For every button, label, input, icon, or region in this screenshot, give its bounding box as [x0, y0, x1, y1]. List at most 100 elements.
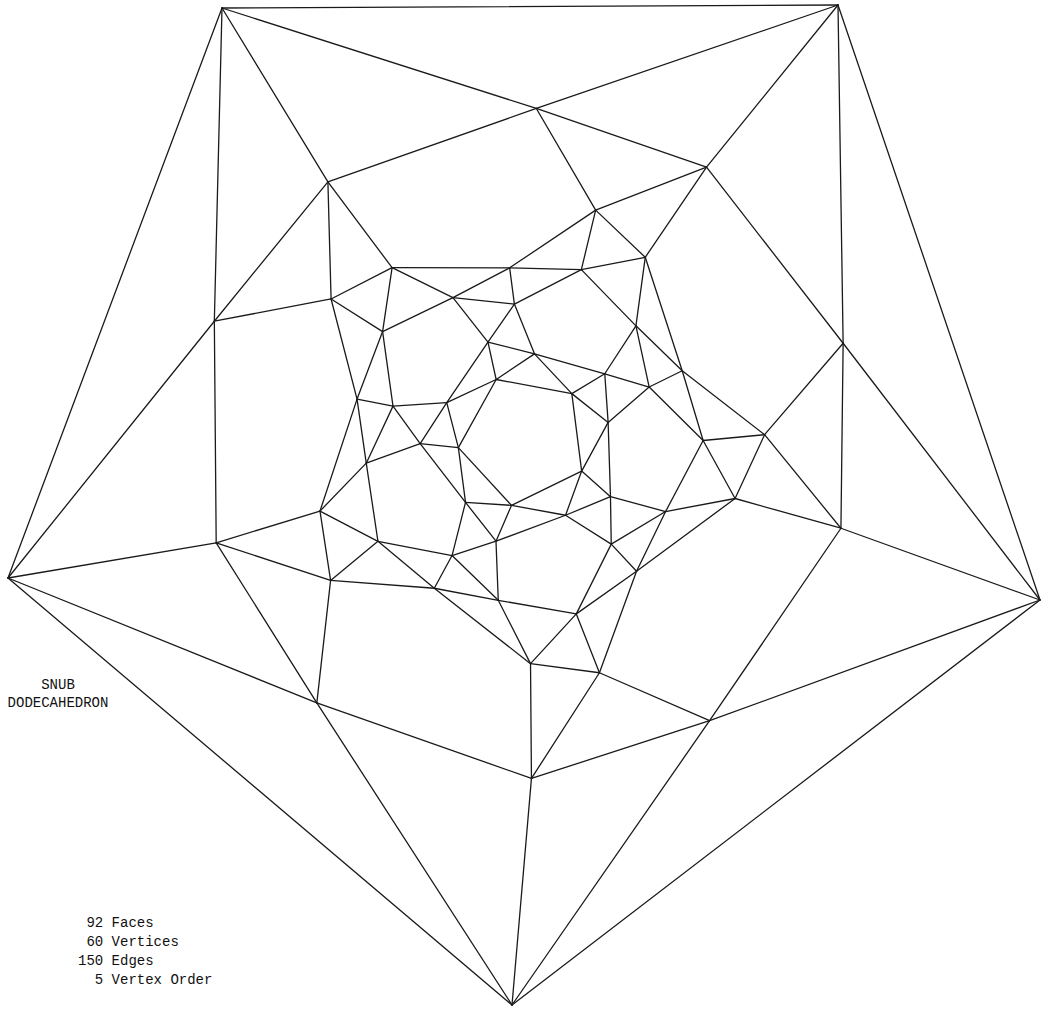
polyhedron-edge [317, 703, 512, 1005]
polyhedron-edge [8, 543, 216, 578]
polyhedron-edge [534, 354, 604, 374]
polyhedron-edge [8, 321, 214, 578]
polyhedron-edge [496, 541, 498, 600]
polyhedron-edge [357, 399, 393, 406]
polyhedron-edge [510, 268, 515, 304]
polyhedron-edge [536, 5, 838, 108]
polyhedron-edge [222, 8, 328, 182]
polyhedron-edge [331, 299, 357, 399]
polyhedron-edge [216, 543, 330, 581]
polyhedron-edge [608, 387, 649, 422]
polyhedron-edge [637, 498, 736, 571]
polyhedron-edge [576, 614, 599, 673]
polyhedron-edge [576, 544, 611, 614]
polyhedron-edge [392, 267, 510, 268]
polyhedron-edge [531, 664, 600, 673]
polyhedron-edge [420, 444, 458, 448]
polyhedron-edge [466, 502, 496, 541]
polyhedron-edge [596, 167, 707, 210]
polyhedron-edge [488, 342, 496, 379]
polyhedron-edge [531, 721, 709, 779]
polyhedron-edge [536, 108, 706, 167]
polyhedron-edge [366, 463, 378, 541]
polyhedron-edge [434, 588, 530, 663]
polyhedron-edge [512, 505, 566, 515]
polyhedron-edge [317, 703, 532, 779]
polyhedron-edge [496, 354, 534, 380]
polyhedron-edge [838, 5, 843, 343]
polyhedron-edge [214, 182, 328, 321]
polyhedron-edge [466, 502, 512, 505]
polyhedron-edge [498, 600, 530, 663]
polyhedron-edge [357, 332, 383, 399]
polyhedron-edge [735, 498, 841, 528]
polyhedron-edge [596, 210, 646, 257]
polyhedron-edge [566, 471, 582, 515]
polyhedron-edge [216, 543, 317, 703]
polyhedron-edge [214, 8, 222, 321]
polyhedron-edge [576, 571, 636, 614]
polyhedron-edge [707, 167, 844, 343]
polyhedron-edge [328, 108, 536, 181]
polyhedron-edge [331, 299, 383, 332]
polyhedron-edge [666, 498, 735, 511]
polyhedron-edge [8, 8, 222, 578]
polyhedron-edge [458, 448, 511, 506]
polyhedron-edge [357, 399, 366, 463]
polyhedron-edge [378, 541, 434, 588]
polyhedron-edge [572, 374, 605, 394]
polyhedron-edge [531, 614, 577, 664]
polyhedron-edge [331, 268, 392, 299]
polyhedron-edge [8, 578, 512, 1005]
polyhedron-edge [582, 422, 608, 471]
count-label: 5 Vertex Order [95, 971, 213, 989]
polyhedron-edge [458, 379, 496, 447]
polyhedron-edge [682, 371, 764, 435]
polyhedron-edge [320, 463, 366, 511]
polyhedron-edge [707, 5, 838, 167]
polyhedron-edge [510, 268, 582, 270]
polyhedron-edge [452, 541, 496, 555]
polyhedron-edge [611, 544, 636, 571]
polyhedron-edge [608, 422, 610, 496]
count-label: 60 Vertices [86, 933, 178, 951]
polyhedron-edge [453, 298, 488, 342]
polyhedron-edge [581, 210, 595, 270]
polyhedron-edge [447, 379, 496, 402]
polyhedron-edge [383, 268, 392, 332]
polyhedron-edge [452, 556, 498, 601]
polyhedron-edge [649, 371, 682, 387]
polyhedron-edge [514, 304, 534, 354]
polyhedron-edge [512, 778, 531, 1005]
polyhedron-edge [843, 343, 1040, 600]
polyhedron-edge [838, 5, 1040, 600]
polyhedron-edge [605, 374, 608, 423]
polyhedron-edge [512, 600, 1040, 1005]
polyhedron-edge [572, 394, 608, 423]
title-label: SNUB DODECAHEDRON [2, 676, 114, 712]
polyhedron-edge [214, 321, 216, 543]
polyhedron-edge [488, 342, 535, 354]
polyhedron-edge [581, 257, 645, 269]
polyhedron-edge [765, 343, 844, 434]
polyhedron-edge [666, 441, 704, 512]
polyhedron-edge [765, 435, 841, 529]
polyhedron-edge [434, 556, 452, 589]
polyhedron-edge [841, 528, 1040, 600]
polyhedron-edge [331, 541, 378, 580]
polyhedron-edge [599, 673, 709, 721]
polyhedron-edge [636, 326, 649, 387]
polyhedron-edge [645, 257, 682, 370]
polyhedron-edge [605, 326, 636, 374]
polyhedron-edge [682, 371, 703, 441]
polyhedron-edge [605, 374, 649, 387]
polyhedron-edge [645, 167, 706, 257]
polyhedron-edge [572, 394, 582, 471]
polyhedron-edge [636, 257, 645, 326]
polyhedron-edge [328, 182, 331, 299]
polyhedron-edge [320, 511, 331, 580]
polyhedron-edge [710, 528, 841, 720]
polyhedron-edge [393, 403, 447, 406]
